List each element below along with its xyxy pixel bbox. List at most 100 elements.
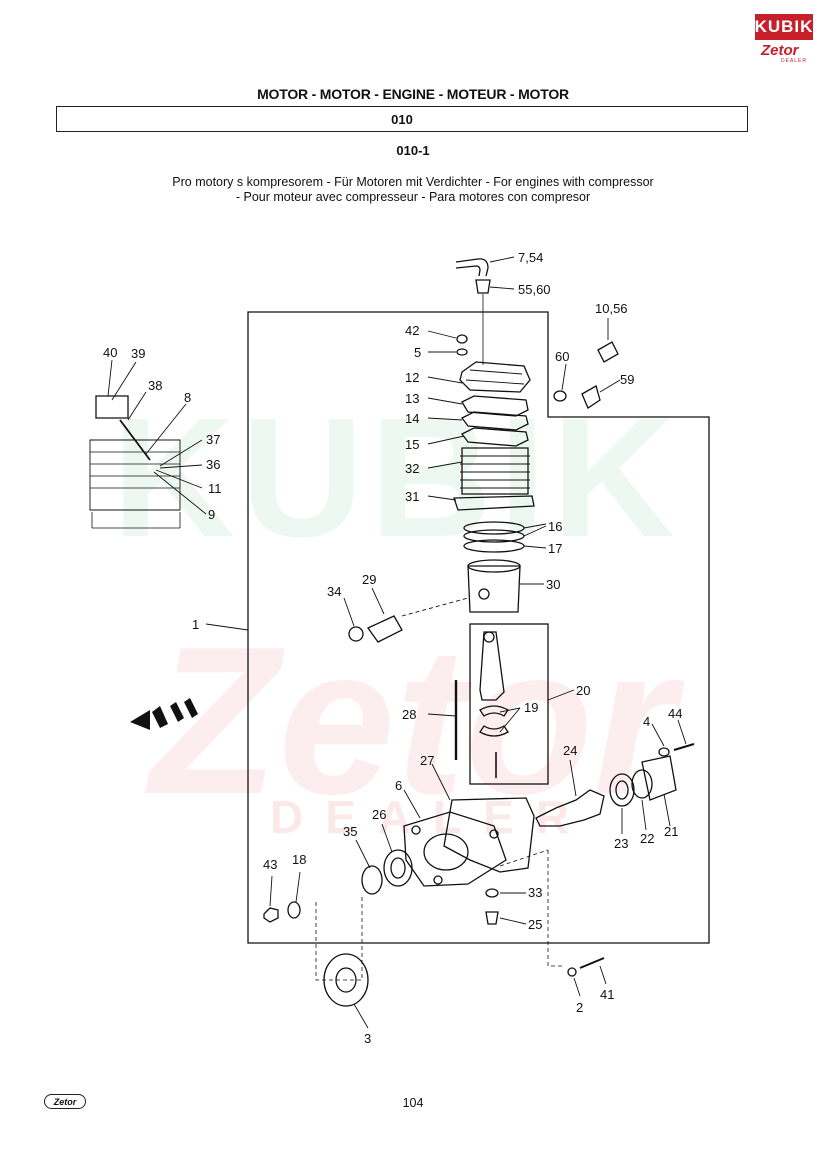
logo-zetor: Zetor — [761, 42, 799, 59]
bolt-41 — [579, 957, 605, 969]
label-13: 13 — [405, 391, 419, 406]
label-3: 3 — [364, 1031, 371, 1046]
brand-logo: KUBIK Zetor DEALER — [755, 14, 813, 66]
nut-42 — [456, 334, 468, 344]
circlip-35 — [361, 865, 383, 895]
label-8: 8 — [184, 390, 191, 405]
direction-arrow-icon — [130, 698, 198, 730]
label-37: 37 — [206, 432, 220, 447]
bolt-44 — [673, 743, 695, 751]
page-number: 104 — [402, 1096, 424, 1110]
footer-zetor-logo: Zetor — [44, 1094, 86, 1109]
piston — [467, 565, 521, 613]
label-27: 27 — [420, 753, 434, 768]
label-44: 44 — [668, 706, 682, 721]
label-42: 42 — [405, 323, 419, 338]
label-30: 30 — [546, 577, 560, 592]
label-26: 26 — [372, 807, 386, 822]
label-35: 35 — [343, 824, 357, 839]
label-19: 19 — [524, 700, 538, 715]
label-15: 15 — [405, 437, 419, 452]
label-7-54: 7,54 — [518, 250, 543, 265]
mounting-flange — [403, 811, 507, 887]
label-4: 4 — [643, 714, 650, 729]
cylinder-head — [459, 361, 531, 393]
label-14: 14 — [405, 411, 419, 426]
inset-cylinder-detail — [89, 439, 181, 511]
section-number: 010 — [391, 111, 413, 127]
label-55-60: 55,60 — [518, 282, 551, 297]
label-9: 9 — [208, 507, 215, 522]
label-12: 12 — [405, 370, 419, 385]
label-21: 21 — [664, 824, 678, 839]
ball-bearing — [383, 849, 413, 887]
label-17: 17 — [548, 541, 562, 556]
description-line-1: Pro motory s kompresorem - Für Motoren m… — [172, 175, 654, 189]
section-number-box: 010 — [56, 106, 748, 132]
circlip — [348, 626, 364, 642]
label-2: 2 — [576, 1000, 583, 1015]
label-11: 11 — [208, 481, 222, 496]
label-59: 59 — [620, 372, 634, 387]
label-22: 22 — [640, 831, 654, 846]
label-28: 28 — [402, 707, 416, 722]
piston-pin — [367, 615, 403, 643]
label-5: 5 — [414, 345, 421, 360]
bearing-shell-2 — [479, 725, 509, 737]
label-23: 23 — [614, 836, 628, 851]
connecting-rod-group — [469, 623, 549, 785]
washer-2 — [567, 967, 577, 977]
end-cover — [641, 755, 677, 801]
cylinder — [461, 447, 529, 495]
label-36: 36 — [206, 457, 220, 472]
washer-33 — [485, 888, 499, 898]
assembly-frame — [247, 311, 710, 944]
bearing-shell-1 — [479, 705, 509, 717]
subsection-number: 010-1 — [396, 143, 430, 158]
label-25: 25 — [528, 917, 542, 932]
nut-60 — [553, 390, 567, 402]
label-40: 40 — [103, 345, 117, 360]
label-31: 31 — [405, 489, 419, 504]
label-41: 41 — [600, 987, 614, 1002]
label-32: 32 — [405, 461, 419, 476]
label-60: 60 — [555, 349, 569, 364]
logo-kubik: KUBIK — [755, 14, 813, 40]
label-20: 20 — [576, 683, 590, 698]
washer-5 — [456, 348, 468, 356]
main-bearing — [609, 773, 635, 807]
label-38: 38 — [148, 378, 162, 393]
label-39: 39 — [131, 346, 145, 361]
label-16: 16 — [548, 519, 562, 534]
label-10-56: 10,56 — [595, 301, 628, 316]
gasket-14 — [461, 411, 529, 431]
label-34: 34 — [327, 584, 341, 599]
elbow-fitting — [455, 258, 489, 277]
base-gasket — [453, 495, 535, 511]
dashed-guide-left — [315, 894, 363, 981]
label-33: 33 — [528, 885, 542, 900]
shaft-seal — [631, 769, 653, 799]
crankshaft — [535, 789, 605, 827]
dashed-guide-right — [547, 850, 564, 967]
label-6: 6 — [395, 778, 402, 793]
page-title: MOTOR - MOTOR - ENGINE - MOTEUR - MOTOR — [257, 86, 569, 102]
label-29: 29 — [362, 572, 376, 587]
label-18: 18 — [292, 852, 306, 867]
adapter-10 — [597, 341, 619, 363]
seal-18 — [287, 901, 301, 919]
nut-43 — [263, 907, 279, 923]
union-59 — [581, 385, 601, 409]
connecting-rod — [479, 631, 505, 701]
logo-dealer: DEALER — [781, 58, 808, 64]
description-line-2: - Pour moteur avec compresseur - Para mo… — [235, 190, 591, 204]
drain-plug — [485, 911, 499, 925]
label-24: 24 — [563, 743, 577, 758]
crankcase — [443, 797, 535, 873]
label-43: 43 — [263, 857, 277, 872]
gasket-15 — [461, 427, 529, 447]
washer-4 — [658, 747, 670, 757]
valve-plate — [461, 395, 529, 417]
label-1: 1 — [192, 617, 199, 632]
